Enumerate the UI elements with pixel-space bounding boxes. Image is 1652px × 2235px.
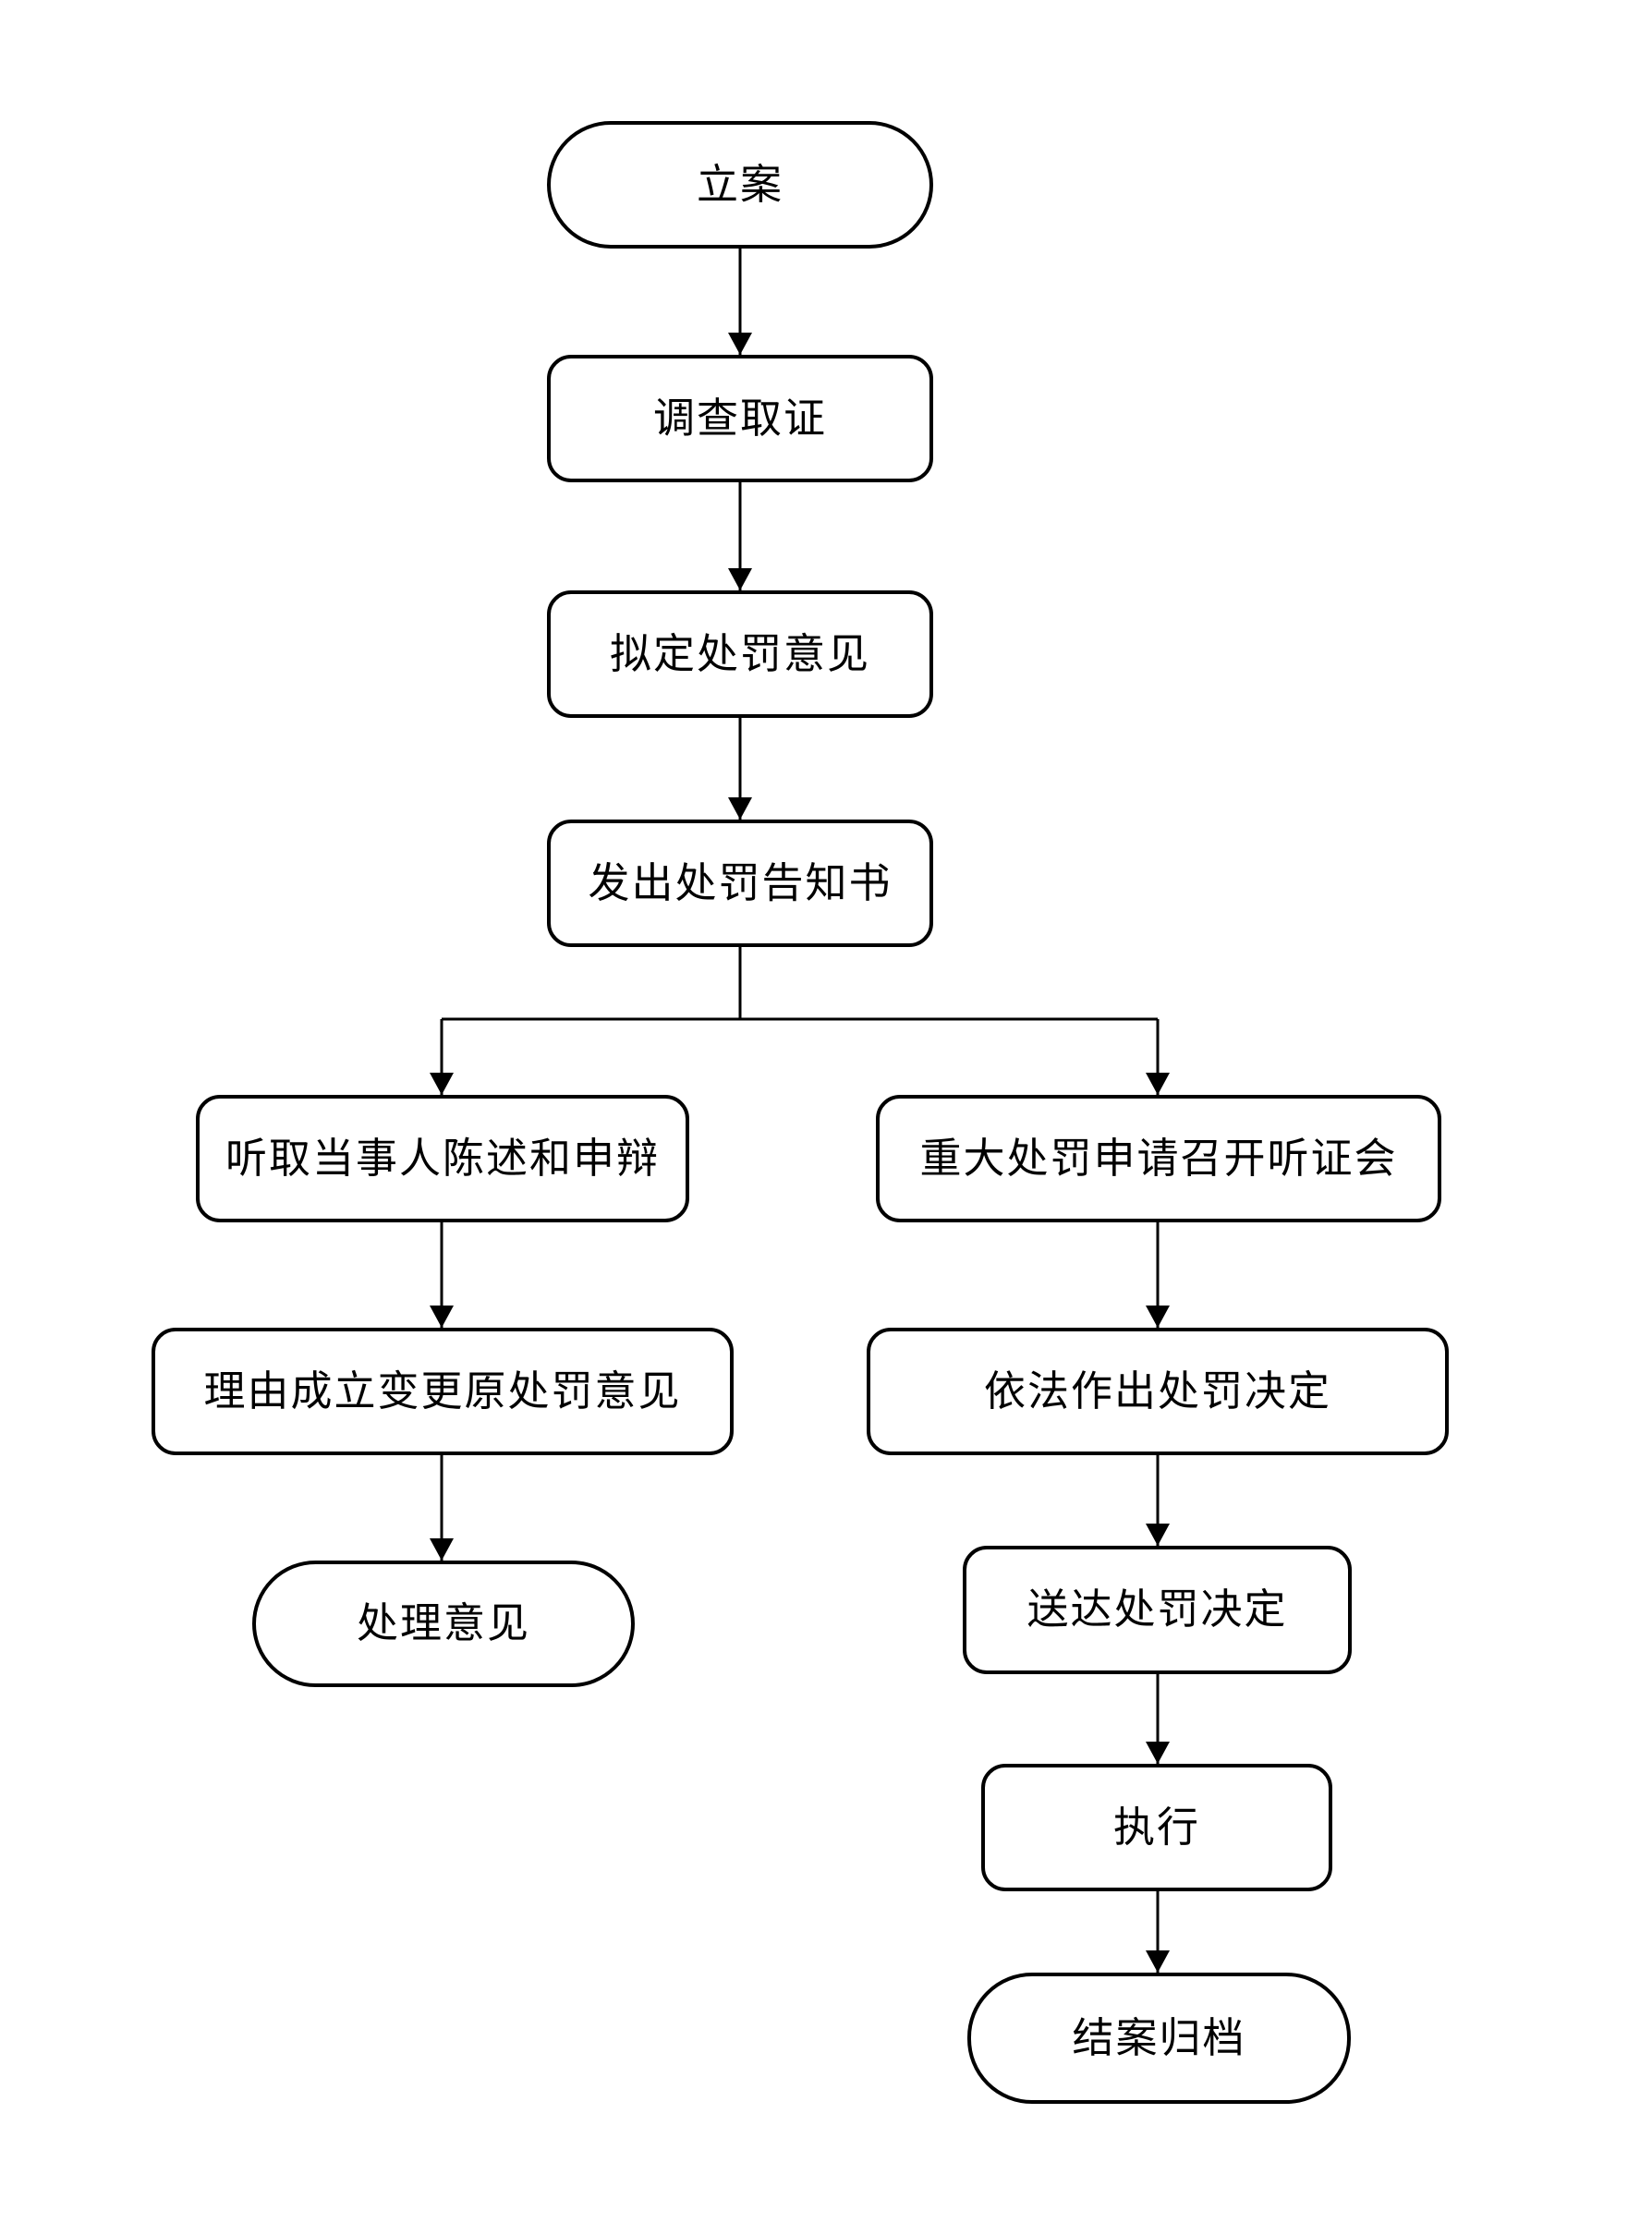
node-major-penalty-hearing: 重大处罚申请召开听证会	[876, 1095, 1441, 1222]
node-handling-opinion: 处理意见	[252, 1561, 635, 1687]
node-investigation-evidence: 调查取证	[547, 355, 933, 482]
node-deliver-penalty-decision: 送达处罚决定	[963, 1546, 1352, 1674]
node-execution: 执行	[981, 1764, 1332, 1891]
node-hear-statement-defense: 听取当事人陈述和申辩	[196, 1095, 689, 1222]
node-make-penalty-decision: 依法作出处罚决定	[867, 1328, 1449, 1455]
node-justified-modify-opinion: 理由成立变更原处罚意见	[152, 1328, 734, 1455]
node-case-closing-archive: 结案归档	[967, 1973, 1351, 2104]
node-draft-penalty-opinion: 拟定处罚意见	[547, 590, 933, 718]
node-case-filing: 立案	[547, 121, 933, 249]
node-issue-penalty-notice: 发出处罚告知书	[547, 820, 933, 947]
